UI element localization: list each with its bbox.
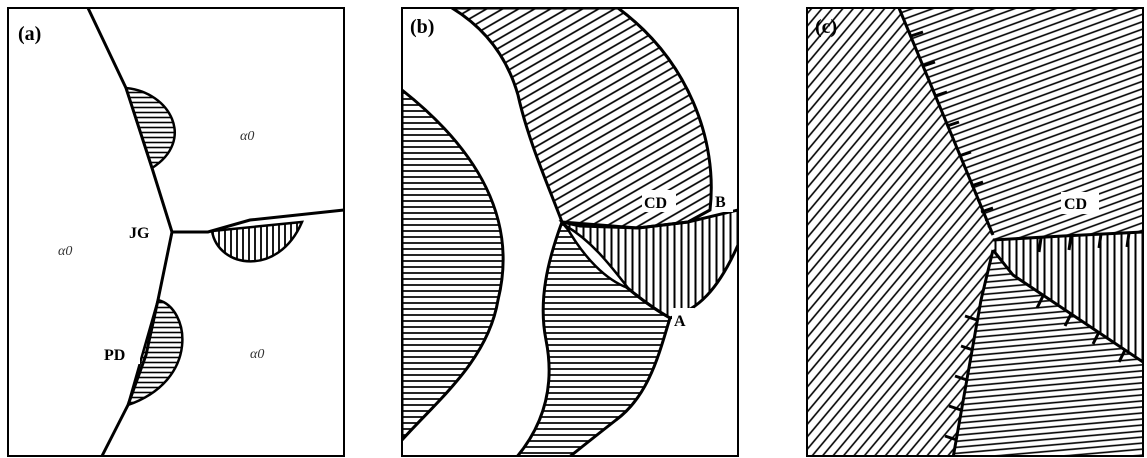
panel-b-label: (b) bbox=[410, 16, 434, 38]
cd-label-b: CD bbox=[644, 195, 667, 212]
jg-label: JG bbox=[129, 225, 150, 242]
phase-label-lower-right: α0 bbox=[250, 347, 264, 362]
phase-label-left: α0 bbox=[58, 244, 72, 259]
b-label: B bbox=[715, 194, 726, 211]
pd-label: PD bbox=[104, 347, 125, 364]
panel-c-diagram: (c) CD bbox=[803, 0, 1147, 458]
panel-b-diagram: (b) CD B A bbox=[398, 0, 742, 458]
panel-c-label: (c) bbox=[815, 16, 837, 38]
panel-a-label: (a) bbox=[18, 23, 41, 45]
panel-a-diagram: (a) JG PD α0 α0 α0 bbox=[0, 0, 348, 458]
a-label: A bbox=[674, 313, 686, 330]
panel-c: (c) CD bbox=[803, 0, 1147, 458]
cd-label-c: CD bbox=[1064, 196, 1087, 213]
panel-a: (a) JG PD α0 α0 α0 bbox=[0, 0, 348, 458]
panel-b: (b) CD B A bbox=[398, 0, 742, 458]
phase-label-upper-right: α0 bbox=[240, 129, 254, 144]
